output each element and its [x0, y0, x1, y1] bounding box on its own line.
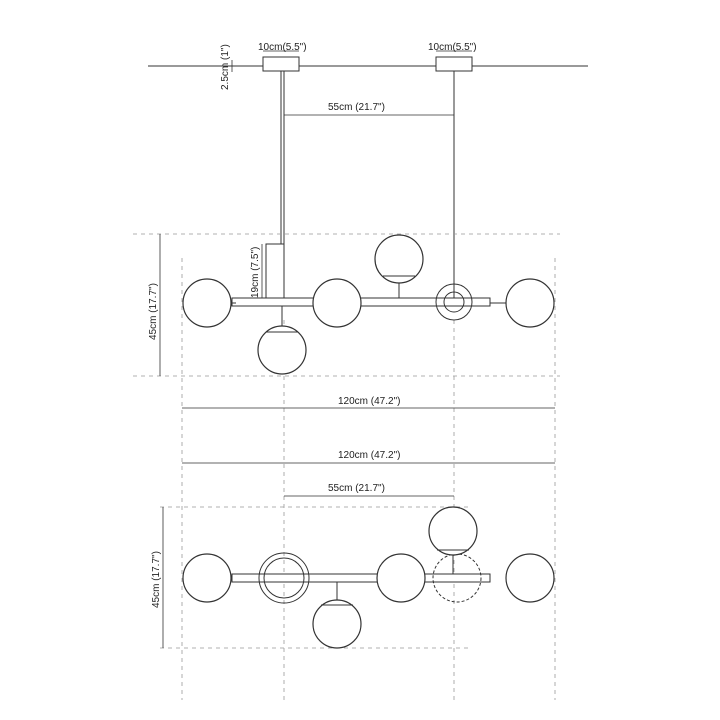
top-spacing-label: 55cm (21.7") — [328, 483, 385, 494]
top-globe-upper — [428, 506, 478, 556]
front-height-label: 45cm (17.7") — [148, 283, 159, 340]
front-width-label: 120cm (47.2") — [338, 396, 400, 407]
canopy-left-width-label: 10cm(5.5") — [258, 42, 307, 53]
top-globe-center — [376, 553, 426, 603]
front-hub-ring-inner — [443, 291, 465, 313]
canopy-left — [262, 56, 300, 72]
top-canopy-ring-left-inner — [263, 557, 305, 599]
front-globe-lower — [257, 325, 307, 375]
front-globe-center — [312, 278, 362, 328]
stem-height-label: 19cm (7.5") — [250, 247, 261, 298]
top-main-bar — [231, 573, 491, 583]
top-depth-label: 45cm (17.7") — [151, 551, 162, 608]
top-canopy-ring-left-outer — [258, 552, 310, 604]
top-globe-far-left — [182, 553, 232, 603]
front-globe-far-left — [182, 278, 232, 328]
canopy-right — [435, 56, 473, 72]
top-globe-far-right — [505, 553, 555, 603]
suspension-spacing-label: 55cm (21.7") — [328, 102, 385, 113]
canopy-right-width-label: 10cm(5.5") — [428, 42, 477, 53]
front-stem-block — [265, 243, 285, 303]
top-globe-lower — [312, 599, 362, 649]
front-globe-far-right — [505, 278, 555, 328]
top-width-label: 120cm (47.2") — [338, 450, 400, 461]
front-hub-ring-outer — [435, 283, 473, 321]
canopy-height-label: 2.5cm (1") — [220, 44, 231, 90]
